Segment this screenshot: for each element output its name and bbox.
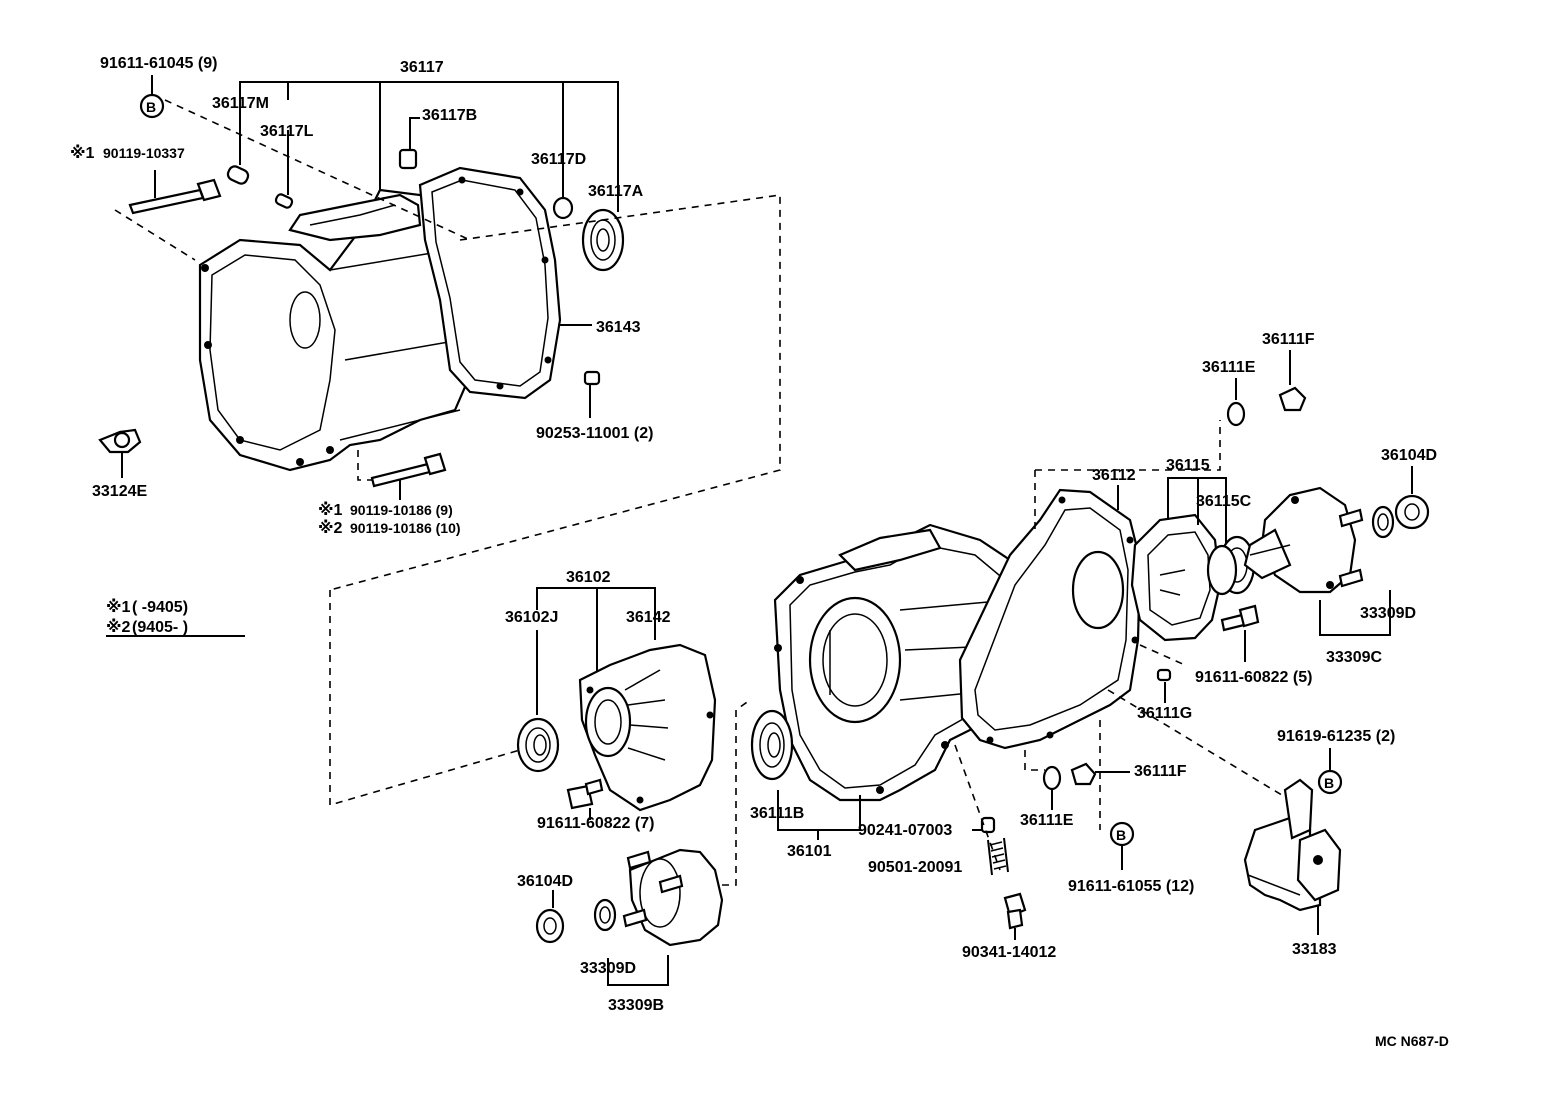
- bolt-90119-10186: [370, 452, 447, 500]
- label-36115C: 36115C: [1196, 493, 1252, 510]
- part-33124E: [98, 428, 142, 478]
- label-36111E-top: 36111E: [1202, 359, 1256, 376]
- note-marker-2-b: ※2: [318, 519, 343, 537]
- label-90253-11001: 90253-11001 (2): [536, 425, 653, 442]
- seal-36102J: [516, 717, 560, 773]
- label-36104D-left: 36104D: [517, 873, 573, 890]
- label-33309D-right: 33309D: [1360, 605, 1416, 622]
- note-marker-1-a: ※1: [70, 144, 95, 162]
- label-36102J: 36102J: [505, 609, 558, 626]
- bolt-marker-letter: B: [1324, 775, 1334, 791]
- nut-36104D-left: [535, 890, 565, 944]
- label-36111E-bottom: 36111E: [1020, 812, 1074, 829]
- pins-and-plugs: [226, 117, 625, 418]
- legend-note1-marker: ※1: [106, 598, 131, 616]
- label-33309D-left: 33309D: [580, 960, 636, 977]
- legend-note2-range: (9405- ): [132, 619, 188, 636]
- bolt-marker-letter: B: [1116, 827, 1126, 843]
- legend-note1-range: ( -9405): [132, 599, 188, 616]
- label-91611-60822-7: 91611-60822 (7): [537, 815, 654, 832]
- label-90119-10186-9: 90119-10186 (9): [350, 502, 453, 518]
- label-36117D: 36117D: [531, 151, 586, 168]
- label-36117L: 36117L: [260, 123, 314, 140]
- label-33183: 33183: [1292, 941, 1337, 958]
- label-36111B: 36111B: [750, 805, 804, 822]
- diagram-code: MC N687-D: [1375, 1033, 1449, 1049]
- plug-90341-14012: [1003, 892, 1027, 940]
- spring-90501-20091: [987, 837, 1009, 876]
- bolt-marker-letter: B: [146, 99, 156, 115]
- label-36111F-bottom: 36111F: [1134, 763, 1187, 780]
- label-36104D-right: 36104D: [1381, 447, 1437, 464]
- label-36111G: 36111G: [1137, 705, 1192, 722]
- adapter-36102: [578, 643, 717, 812]
- bracket-33309B: [607, 955, 669, 986]
- bolt-90119-10337: [128, 170, 222, 215]
- label-91611-61045: 91611-61045 (9): [100, 55, 217, 72]
- label-90241-07003: 90241-07003: [858, 822, 952, 839]
- seal-36111B: [750, 709, 794, 781]
- guide-lines-middle-left: [329, 590, 521, 807]
- bolt-marker-right: B: [1317, 748, 1343, 795]
- label-36117A: 36117A: [588, 183, 644, 200]
- label-91611-60822-5: 91611-60822 (5): [1195, 669, 1312, 686]
- bracket-36115: [1167, 477, 1227, 545]
- label-36143: 36143: [596, 319, 641, 336]
- rear-cover-36115: [1130, 513, 1222, 642]
- label-36102: 36102: [566, 569, 611, 586]
- label-33309C: 33309C: [1326, 649, 1382, 666]
- pin-36111G: [1156, 668, 1172, 703]
- label-90341-14012: 90341-14012: [962, 944, 1056, 961]
- label-33124E: 33124E: [92, 483, 147, 500]
- bolt-91611-60822-7: [566, 778, 604, 820]
- label-90119-10337: 90119-10337: [103, 145, 185, 161]
- bolt-marker-bottom: B: [1109, 821, 1135, 870]
- bracket-36101: [777, 790, 861, 840]
- label-36117M: 36117M: [212, 95, 269, 112]
- flange-33309B: [622, 699, 751, 947]
- gasket-36143: [418, 166, 592, 400]
- bracket-36117: [239, 81, 619, 212]
- flange-33309C: [1243, 486, 1364, 594]
- label-90501-20091: 90501-20091: [868, 859, 962, 876]
- bolt-91611-60822-5: [1220, 604, 1260, 662]
- washer-36111E-bottom: [1042, 765, 1062, 810]
- guide-lines-right: [1024, 644, 1291, 830]
- note-marker-1-b: ※1: [318, 501, 343, 519]
- label-36117: 36117: [400, 59, 444, 76]
- label-36111F-top: 36111F: [1262, 331, 1315, 348]
- washer-36111E-top: [1226, 378, 1246, 427]
- rear-case-36112: [958, 488, 1142, 750]
- label-36101: 36101: [787, 843, 832, 860]
- bracket-33309C: [1319, 590, 1391, 636]
- label-36112: 36112: [1092, 467, 1136, 484]
- plug-36111F-top: [1278, 350, 1307, 412]
- label-36117B: 36117B: [422, 107, 477, 124]
- ball-90241-07003: [954, 744, 1001, 871]
- washer-33309D-right: [1371, 505, 1395, 539]
- extension-housing-36117: [198, 188, 470, 472]
- plug-36111F-bottom: [1070, 762, 1130, 786]
- part-33183: [1243, 778, 1342, 935]
- label-33309B: 33309B: [608, 997, 664, 1014]
- label-36115: 36115: [1166, 457, 1210, 474]
- bracket-36112: [1034, 420, 1221, 530]
- label-91619-61235: 91619-61235 (2): [1277, 728, 1395, 745]
- label-91611-61055: 91611-61055 (12): [1068, 878, 1194, 895]
- label-90119-10186-10: 90119-10186 (10): [350, 520, 461, 536]
- nut-36104D-right: [1394, 466, 1430, 530]
- bearing-36115C: [1206, 535, 1256, 596]
- washer-33309D-left: [593, 898, 617, 932]
- guide-lines-top: [114, 99, 781, 591]
- bolt-marker-top: B: [139, 75, 165, 119]
- part-labels: 91611-61045 (9) 36117 36117M 36117B 3611…: [70, 55, 1449, 1049]
- legend-note2-marker: ※2: [106, 618, 131, 636]
- label-36142: 36142: [626, 609, 671, 626]
